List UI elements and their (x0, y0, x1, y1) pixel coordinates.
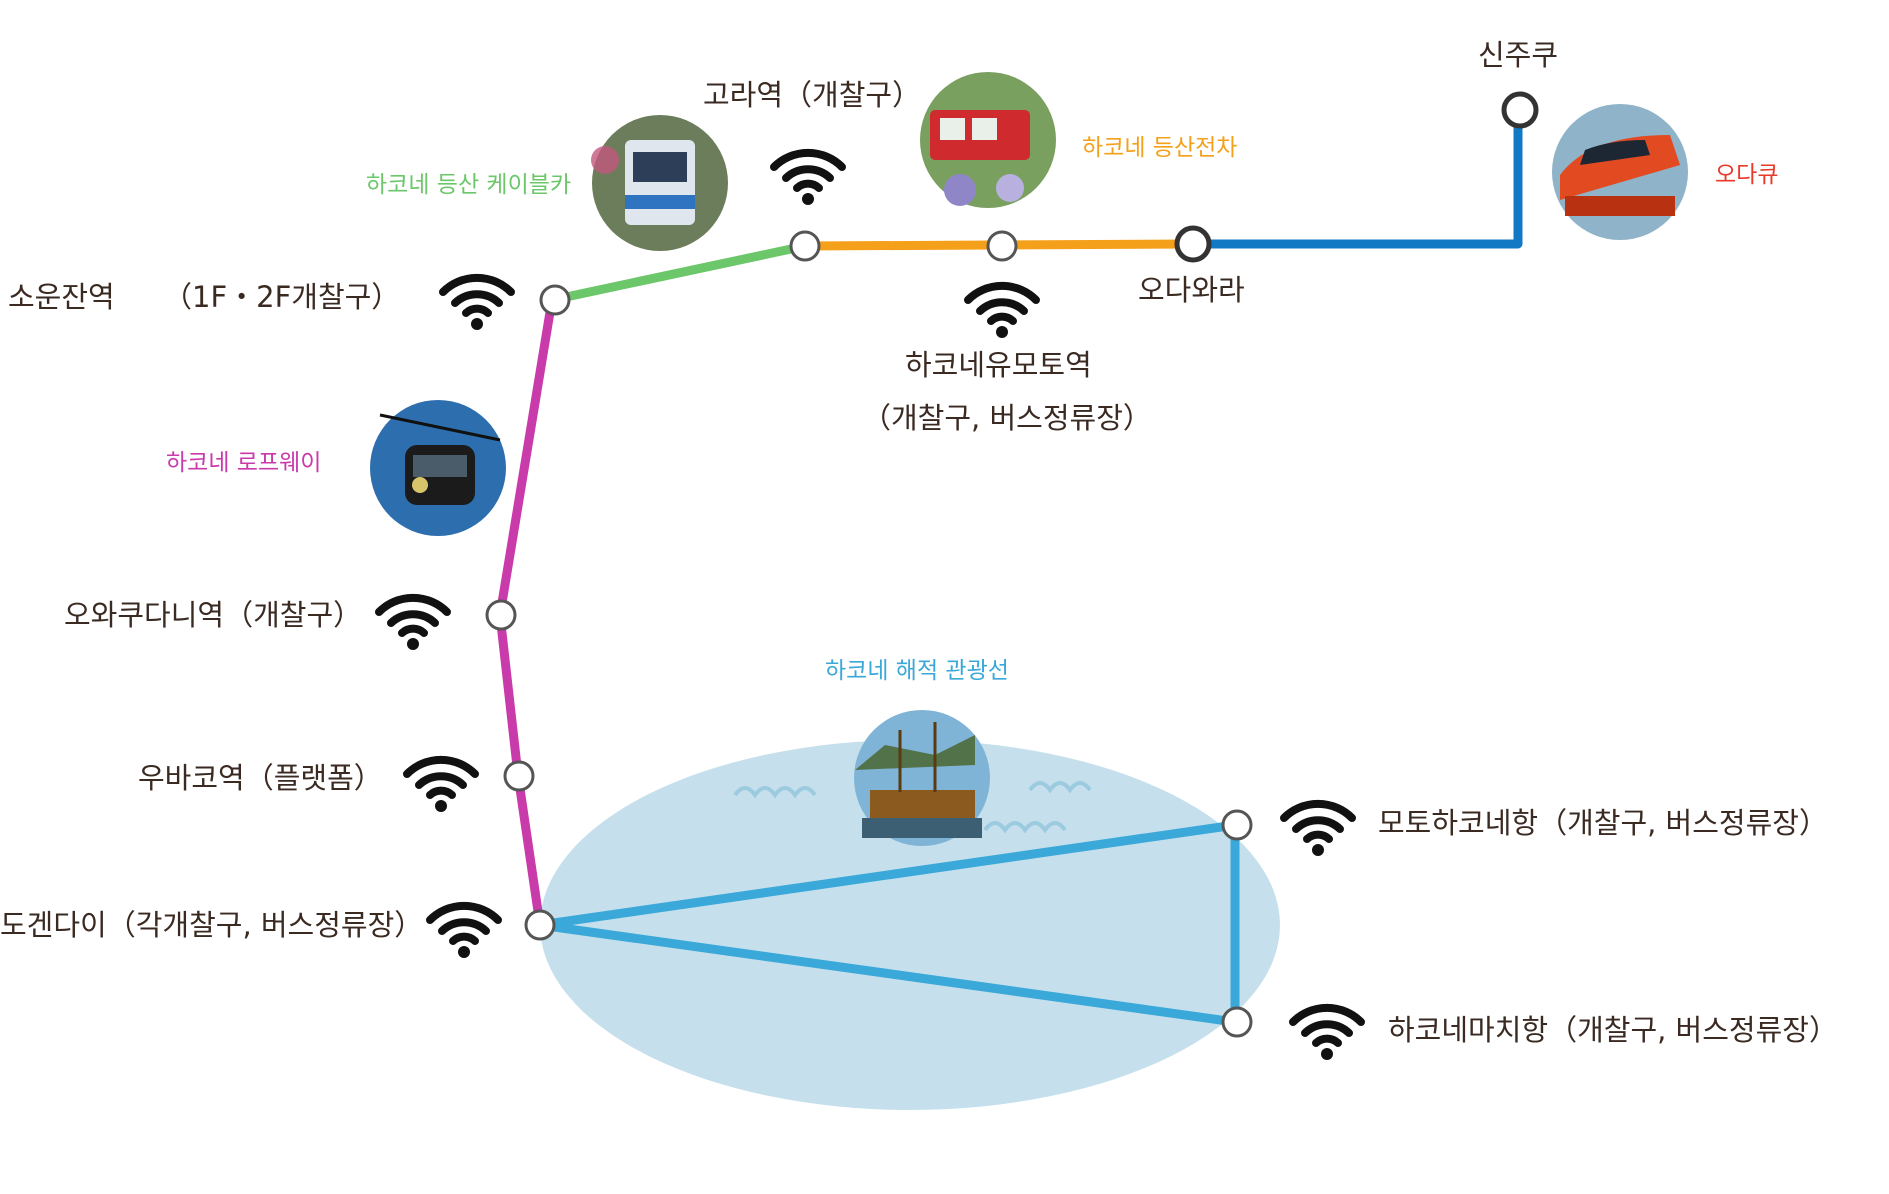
station-marker-sounzan (539, 284, 571, 316)
station-label-shinjuku: 신주쿠 (1478, 38, 1558, 72)
odakyu-train-photo (1552, 104, 1688, 240)
station-label-hakone-yumoto-note: （개찰구, 버스정류장） (862, 401, 1152, 435)
station-label-owakudani: 오와쿠다니역（개찰구） (64, 598, 362, 632)
line-label-pirate-ship: 하코네 해적 관광선 (825, 658, 1009, 684)
station-marker-togendai (524, 909, 556, 941)
tozan-train-photo (920, 72, 1056, 208)
line-label-odakyu: 오다큐 (1715, 162, 1778, 188)
station-marker-owakudani (485, 599, 517, 631)
station-marker-odawara (1174, 225, 1212, 263)
wifi-icon (968, 286, 1036, 338)
wifi-icon (1284, 804, 1352, 856)
lake-ashi (540, 740, 1280, 1110)
line-label-tozan-train: 하코네 등산전차 (1082, 135, 1237, 161)
station-label-togendai: 도겐다이（각개찰구, 버스정류장） (0, 908, 423, 942)
station-label-sounzan: 소운잔역 (8, 280, 115, 314)
station-label-sounzan-note: （1F・2F개찰구） (163, 280, 400, 314)
wifi-icon (774, 153, 842, 205)
line-label-ropeway: 하코네 로프웨이 (166, 450, 321, 476)
ropeway-gondola-photo (370, 400, 506, 536)
station-marker-shinjuku (1501, 91, 1539, 129)
wifi-icon (407, 760, 475, 812)
station-label-hakone-yumoto: 하코네유모토역 (905, 348, 1092, 382)
station-marker-gora (789, 230, 821, 262)
station-marker-hakone-yumoto (986, 230, 1018, 262)
cable-car-photo (591, 115, 728, 251)
station-marker-moto-hakone (1221, 809, 1253, 841)
station-label-gora: 고라역（개찰구） (703, 78, 921, 112)
station-label-hakone-machi: 하코네마치항（개찰구, 버스정류장） (1388, 1013, 1838, 1047)
line-label-cable-car: 하코네 등산 케이블카 (366, 172, 571, 198)
station-label-odawara: 오다와라 (1138, 273, 1245, 307)
station-marker-hakone-machi (1221, 1006, 1253, 1038)
station-marker-ubako (503, 760, 535, 792)
cable-car-line (551, 241, 806, 305)
station-label-ubako: 우바코역（플랫폼） (138, 761, 383, 795)
pirate-ship-photo (854, 710, 990, 846)
wifi-icon (443, 278, 511, 330)
ropeway-line (495, 299, 557, 926)
wifi-icon (430, 906, 498, 958)
pirate-ship-route-line (535, 820, 1240, 1027)
wifi-icon (379, 598, 447, 650)
odakyu-line (1190, 110, 1523, 249)
wave-decoration (733, 781, 1092, 834)
wifi-icon (1293, 1008, 1361, 1060)
station-label-moto-hakone: 모토하코네항（개찰구, 버스정류장） (1378, 806, 1828, 840)
